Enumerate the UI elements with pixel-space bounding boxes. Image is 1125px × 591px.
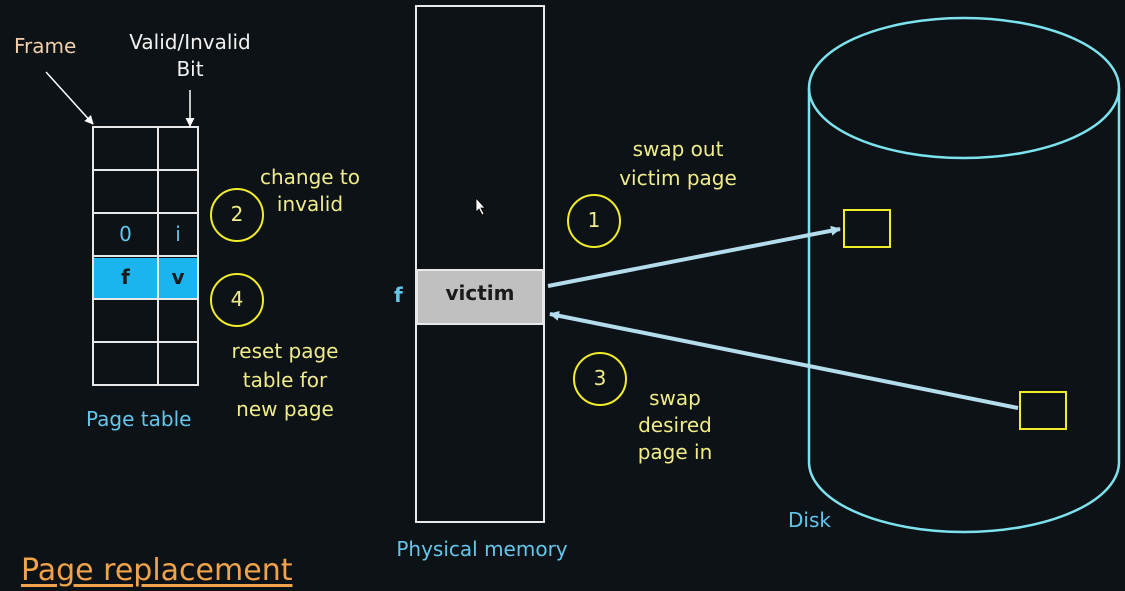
- step-2-number: 2: [230, 202, 244, 226]
- step-4-circle: [210, 273, 264, 327]
- victim-label: victim: [445, 281, 515, 305]
- physical-memory-label: Physical memory: [396, 537, 568, 561]
- frame-pointer-arrow: [45, 71, 94, 125]
- page-table-row-4-frame: f: [121, 265, 130, 289]
- step-3-number: 3: [593, 366, 607, 390]
- disk-label: Disk: [788, 508, 831, 532]
- step-1-number: 1: [587, 208, 601, 232]
- step-3-text: swap desired page in: [637, 386, 713, 464]
- step-1-circle: [567, 194, 621, 248]
- step-2-circle: [210, 188, 264, 242]
- valid-invalid-label: Valid/Invalid Bit: [129, 30, 251, 81]
- physical-memory: [415, 5, 545, 523]
- step-1-text: swap out victim page: [619, 137, 737, 190]
- disk-cylinder: [807, 16, 1121, 534]
- disk-block-victim: [843, 209, 891, 248]
- page-table-highlight-bit: [158, 258, 198, 298]
- page-table-label: Page table: [86, 407, 192, 431]
- step-4-text: reset page table for new page: [231, 339, 339, 421]
- mouse-cursor-icon: [475, 196, 486, 216]
- page-table-row-3-bit: i: [175, 222, 181, 246]
- page-table: [92, 126, 199, 386]
- frame-label: Frame: [14, 34, 77, 58]
- page-table-row-3-frame: 0: [119, 222, 132, 246]
- page-table-row-4-bit: v: [171, 265, 185, 289]
- page-table-highlight-frame: [93, 258, 158, 298]
- step-4-number: 4: [230, 287, 244, 311]
- swap-in-arrow: [549, 310, 1019, 410]
- victim-frame: [416, 269, 544, 325]
- page-title: Page replacement: [21, 553, 293, 588]
- frame-f-marker: f: [394, 283, 403, 307]
- step-2-text: change to invalid: [259, 165, 361, 216]
- disk-block-desired: [1019, 391, 1067, 430]
- swap-out-arrow: [547, 225, 841, 288]
- step-3-circle: [573, 352, 627, 406]
- physical-memory-border: [415, 5, 545, 523]
